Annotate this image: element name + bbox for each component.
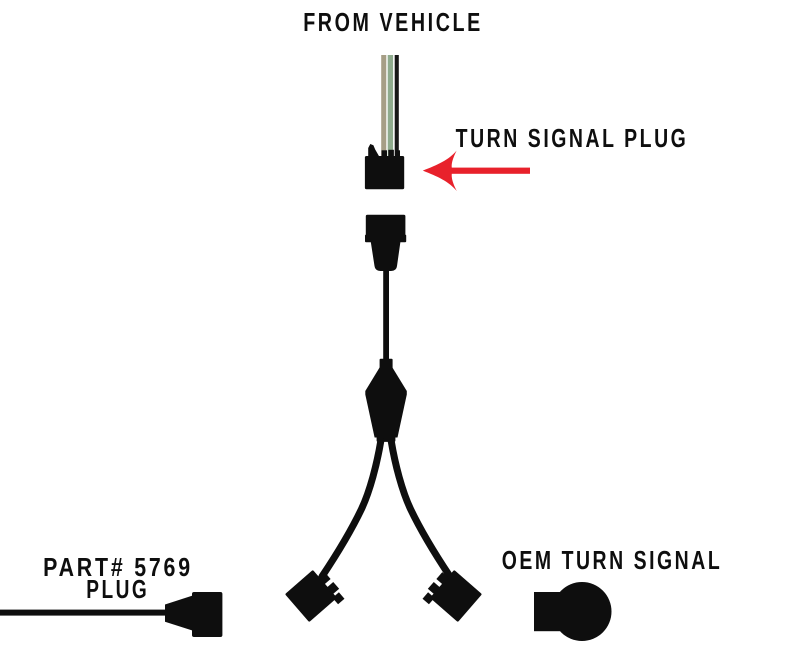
- label-turn-signal-plug: TURN SIGNAL PLUG: [455, 123, 689, 153]
- label-from-vehicle: FROM VEHICLE: [302, 7, 483, 37]
- label-oem-turn-signal: OEM TURN SIGNAL: [502, 545, 723, 575]
- red-arrow-icon: [422, 150, 530, 191]
- label-part-5769-plug: PART# 5769 PLUG: [42, 552, 193, 604]
- right-branch-plug-icon: [422, 570, 482, 622]
- y-splitter-icon: [365, 358, 407, 442]
- vehicle-wires-icon: [381, 55, 399, 157]
- left-branch-plug-icon: [285, 570, 345, 622]
- part-5769-plug-icon: [0, 592, 223, 637]
- left-branch-wire: [318, 437, 385, 580]
- oem-turn-signal-bulb-icon: [534, 582, 612, 641]
- wire-green: [387, 55, 394, 157]
- wire-black: [394, 55, 399, 157]
- harness-plug-icon: [365, 214, 407, 363]
- right-branch-wire: [387, 437, 454, 580]
- vehicle-connector-icon: [364, 144, 405, 190]
- wire-tan: [381, 55, 387, 157]
